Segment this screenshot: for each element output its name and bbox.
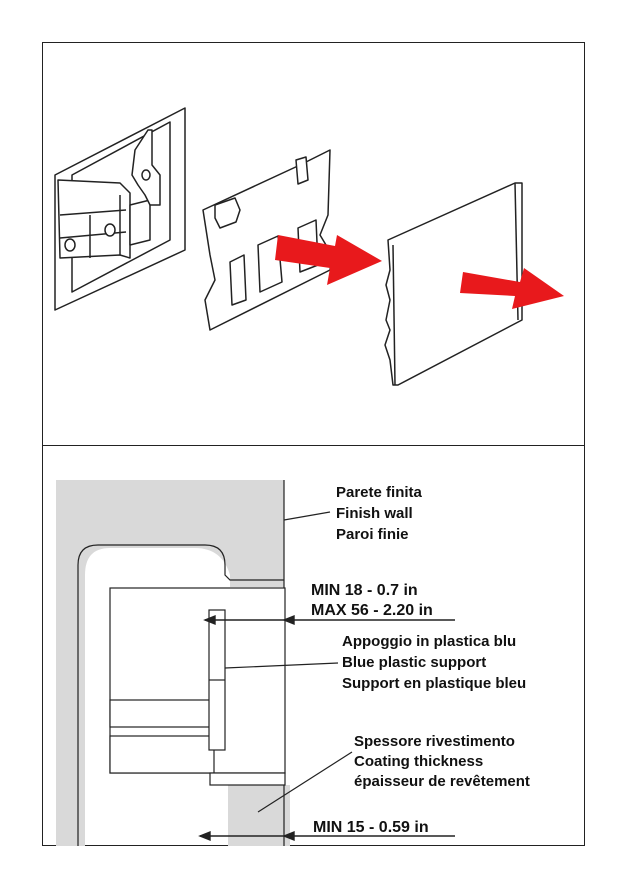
blue-support-label-en: Blue plastic support (342, 654, 487, 671)
blue-support-label-fr: Support en plastique bleu (342, 675, 527, 692)
housing-shelf-1 (109, 699, 215, 728)
dimension-depth (203, 614, 455, 626)
housing-outline (77, 544, 284, 846)
depth-min-label: MIN 18 - 0.7 in (311, 582, 418, 599)
arrow-into-support (275, 235, 382, 285)
coating-label-fr: épaisseur de revêtement (354, 773, 530, 790)
coating-section (228, 785, 290, 846)
finish-wall-section (56, 480, 284, 846)
finish-wall-label-it: Parete finita (336, 484, 422, 501)
leader-lines (224, 511, 353, 813)
depth-max-label: MAX 56 - 2.20 in (311, 602, 433, 619)
cover-plate (384, 182, 523, 386)
housing-bottom (209, 772, 286, 786)
panel-divider (42, 445, 585, 446)
coating-label-it: Spessore rivestimento (354, 733, 515, 750)
housing-shelf-2 (109, 735, 215, 774)
coating-label-en: Coating thickness (354, 753, 484, 770)
min-coating-label: MIN 15 - 0.59 in (313, 819, 429, 836)
finish-wall-label-en: Finish wall (336, 505, 413, 522)
figure-frame (42, 42, 585, 846)
blue-support-label-it: Appoggio in plastica blu (342, 633, 517, 650)
insert-arrows (275, 235, 564, 309)
finish-wall-label-fr: Paroi finie (336, 526, 409, 543)
arrow-out-cover (460, 268, 564, 309)
dimension-coating (198, 830, 455, 842)
wall-bracket (131, 129, 161, 206)
